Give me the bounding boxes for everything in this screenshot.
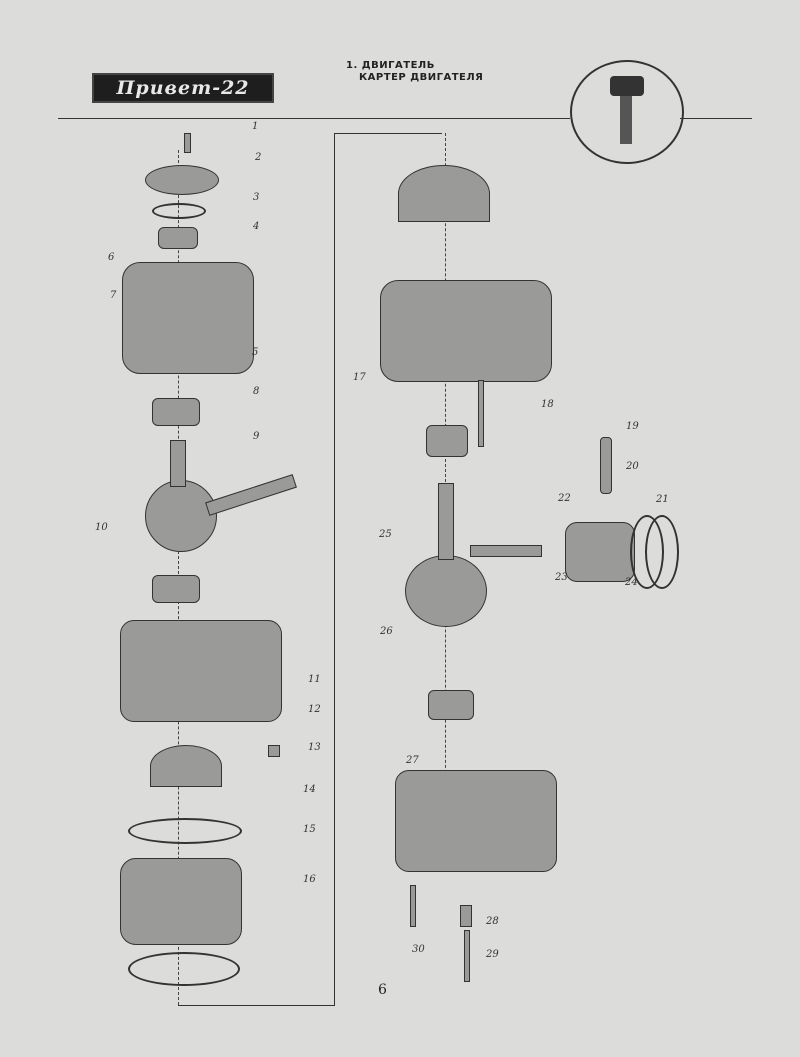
callout-25: 25 — [379, 529, 392, 540]
stud-part — [478, 380, 484, 447]
callout-9: 9 — [253, 431, 260, 442]
callout-1: 1 — [252, 121, 259, 132]
section-number: 1. — [346, 60, 358, 71]
piston-pin-part — [600, 437, 612, 494]
callout-17: 17 — [353, 372, 366, 383]
callout-15: 15 — [303, 824, 316, 835]
callout-18: 18 — [541, 399, 554, 410]
divider-bottom — [178, 1005, 334, 1006]
piston-part — [565, 522, 635, 582]
disc-valve-right-part — [398, 165, 490, 222]
screw-part — [184, 133, 191, 153]
callout-28: 28 — [486, 916, 499, 927]
upper-crankcase-part — [380, 280, 552, 382]
divider-top — [334, 133, 442, 134]
callout-26: 26 — [380, 626, 393, 637]
callout-8: 8 — [253, 386, 260, 397]
callout-23: 23 — [555, 572, 568, 583]
callout-29: 29 — [486, 949, 499, 960]
lower-bearing-right-part — [428, 690, 474, 720]
callout-3: 3 — [253, 192, 260, 203]
bearing-right-part — [426, 425, 468, 457]
bushing-part — [460, 905, 472, 927]
connecting-rod-part — [205, 474, 297, 516]
callout-27: 27 — [406, 755, 419, 766]
callout-10: 10 — [95, 522, 108, 533]
logo: Привет-22 — [92, 73, 274, 103]
lower-bearing-part — [152, 575, 200, 603]
gasket-ring-part — [128, 818, 242, 844]
pin-part — [464, 930, 470, 982]
callout-11: 11 — [308, 674, 321, 685]
o-ring-part — [152, 203, 206, 219]
cover-housing-part — [120, 858, 242, 945]
callout-20: 20 — [626, 461, 639, 472]
section-subtitle: КАРТЕР ДВИГАТЕЛЯ — [359, 72, 484, 83]
callout-4: 4 — [253, 221, 260, 232]
crankshaft-part — [145, 480, 217, 552]
callout-21: 21 — [656, 494, 669, 505]
nut-part — [268, 745, 280, 757]
assembly-divider — [334, 133, 335, 1006]
callout-30: 30 — [412, 944, 425, 955]
bearing-part — [158, 227, 198, 249]
page-number: 6 — [378, 982, 387, 998]
bearing-cover-part — [145, 165, 219, 195]
callout-6: 6 — [108, 252, 115, 263]
crankshaft-shaft — [170, 440, 186, 487]
callout-5: 5 — [252, 347, 259, 358]
header-rule-right — [680, 118, 752, 119]
lower-crankcase-right-part — [395, 770, 557, 872]
callout-12: 12 — [308, 704, 321, 715]
disc-valve-part — [150, 745, 222, 787]
crankshaft-right-part — [405, 555, 487, 627]
stud-lower-part — [410, 885, 416, 927]
lower-crankcase-part — [120, 620, 282, 722]
callout-24: 24 — [625, 577, 638, 588]
main-bearing-part — [152, 398, 200, 426]
header-rule — [58, 118, 570, 119]
section-title: ДВИГАТЕЛЬ — [361, 60, 435, 71]
bottom-ring-part — [128, 952, 240, 986]
callout-14: 14 — [303, 784, 316, 795]
assembly-axis-right — [445, 133, 447, 823]
connecting-rod-right-part — [470, 545, 542, 557]
callout-7: 7 — [110, 290, 117, 301]
piston-ring-part-2 — [645, 515, 679, 589]
callout-22: 22 — [558, 493, 571, 504]
callout-16: 16 — [303, 874, 316, 885]
cylinder-crankcase-part — [122, 262, 254, 374]
outboard-motor-emblem — [570, 60, 684, 164]
callout-19: 19 — [626, 421, 639, 432]
crankshaft-right-shaft — [438, 483, 454, 560]
page-title: 1. ДВИГАТЕЛЬ КАРТЕР ДВИГАТЕЛЯ — [346, 60, 483, 84]
callout-13: 13 — [308, 742, 321, 753]
callout-2: 2 — [255, 152, 262, 163]
